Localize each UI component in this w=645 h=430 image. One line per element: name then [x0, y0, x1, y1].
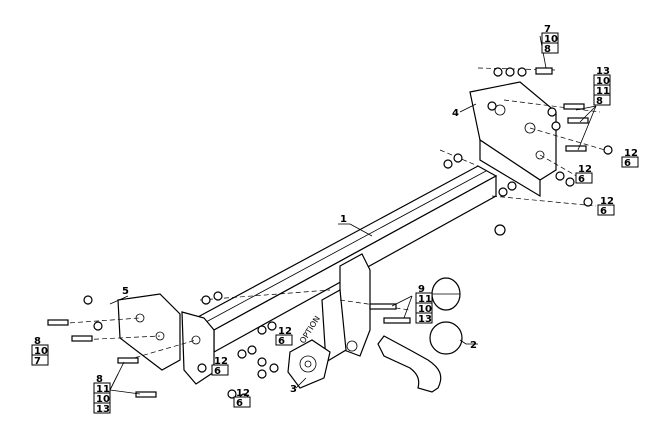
callout-number: 1 — [340, 214, 347, 225]
callout-number: 12 — [624, 148, 638, 159]
callout-number: 2 — [470, 340, 477, 351]
callout-c-right-nut-a: 126 — [621, 148, 639, 169]
callout-number: 13 — [96, 404, 110, 415]
callout-c-right-nut-c: 126 — [597, 196, 615, 217]
callout-box — [233, 396, 251, 408]
callout-box — [597, 204, 615, 216]
callout-c3: 3 — [290, 384, 297, 395]
callout-number: 6 — [578, 174, 585, 185]
ball-mount-plates — [321, 253, 371, 364]
callout-number: 13 — [596, 66, 610, 77]
callout-number: 7 — [34, 356, 41, 367]
left-bracket — [117, 293, 215, 385]
callout-box — [541, 42, 559, 54]
callout-number: 8 — [34, 336, 41, 347]
callout-box — [621, 156, 639, 168]
callout-number: 11 — [96, 384, 110, 395]
callout-number: 12 — [236, 388, 250, 399]
callout-number: 6 — [624, 158, 631, 169]
callout-box — [593, 94, 611, 106]
callout-box — [275, 334, 293, 346]
callout-number: 6 — [214, 366, 221, 377]
callout-number: 7 — [544, 24, 551, 35]
callout-number: 11 — [596, 86, 610, 97]
leader-lines — [109, 35, 597, 395]
callout-c5: 5 — [122, 286, 129, 297]
callout-c2: 2 — [470, 340, 477, 351]
callout-number: 10 — [96, 394, 110, 405]
callout-number: 4 — [452, 108, 459, 119]
callout-c-right-nut-b: 126 — [575, 164, 593, 185]
callout-c-mid-nut-c: 126 — [233, 388, 251, 409]
callout-box — [575, 172, 593, 184]
callouts: 1234571081310118126126126911101381078111… — [31, 24, 639, 415]
callout-number: 8 — [544, 44, 551, 55]
callout-number: 10 — [596, 76, 610, 87]
callout-number: 10 — [544, 34, 558, 45]
callout-c4: 4 — [452, 108, 459, 119]
callout-number: 12 — [578, 164, 592, 175]
callout-number: 6 — [236, 398, 243, 409]
callout-number: 12 — [278, 326, 292, 337]
callout-box — [415, 312, 433, 324]
socket-plate — [287, 339, 331, 389]
callout-number: 13 — [418, 314, 432, 325]
callout-number: 5 — [122, 286, 129, 297]
callout-number: 11 — [418, 294, 432, 305]
callout-number: 6 — [600, 206, 607, 217]
callout-box — [31, 354, 49, 366]
callout-c1: 1 — [340, 214, 347, 225]
callout-box — [211, 364, 229, 376]
callout-number: 6 — [278, 336, 285, 347]
callout-number: 8 — [96, 374, 103, 385]
callout-c-mid-nut-a: 126 — [275, 326, 293, 347]
tow-ball-neck — [377, 277, 463, 393]
callout-c-mid-nut-b: 126 — [211, 356, 229, 377]
callout-number: 3 — [290, 384, 297, 395]
callout-number: 9 — [418, 284, 425, 295]
hardware — [47, 67, 613, 403]
callout-number: 10 — [418, 304, 432, 315]
callout-number: 10 — [34, 346, 48, 357]
callout-number: 8 — [596, 96, 603, 107]
callout-box — [93, 402, 111, 414]
callout-number: 12 — [214, 356, 228, 367]
callout-number: 12 — [600, 196, 614, 207]
